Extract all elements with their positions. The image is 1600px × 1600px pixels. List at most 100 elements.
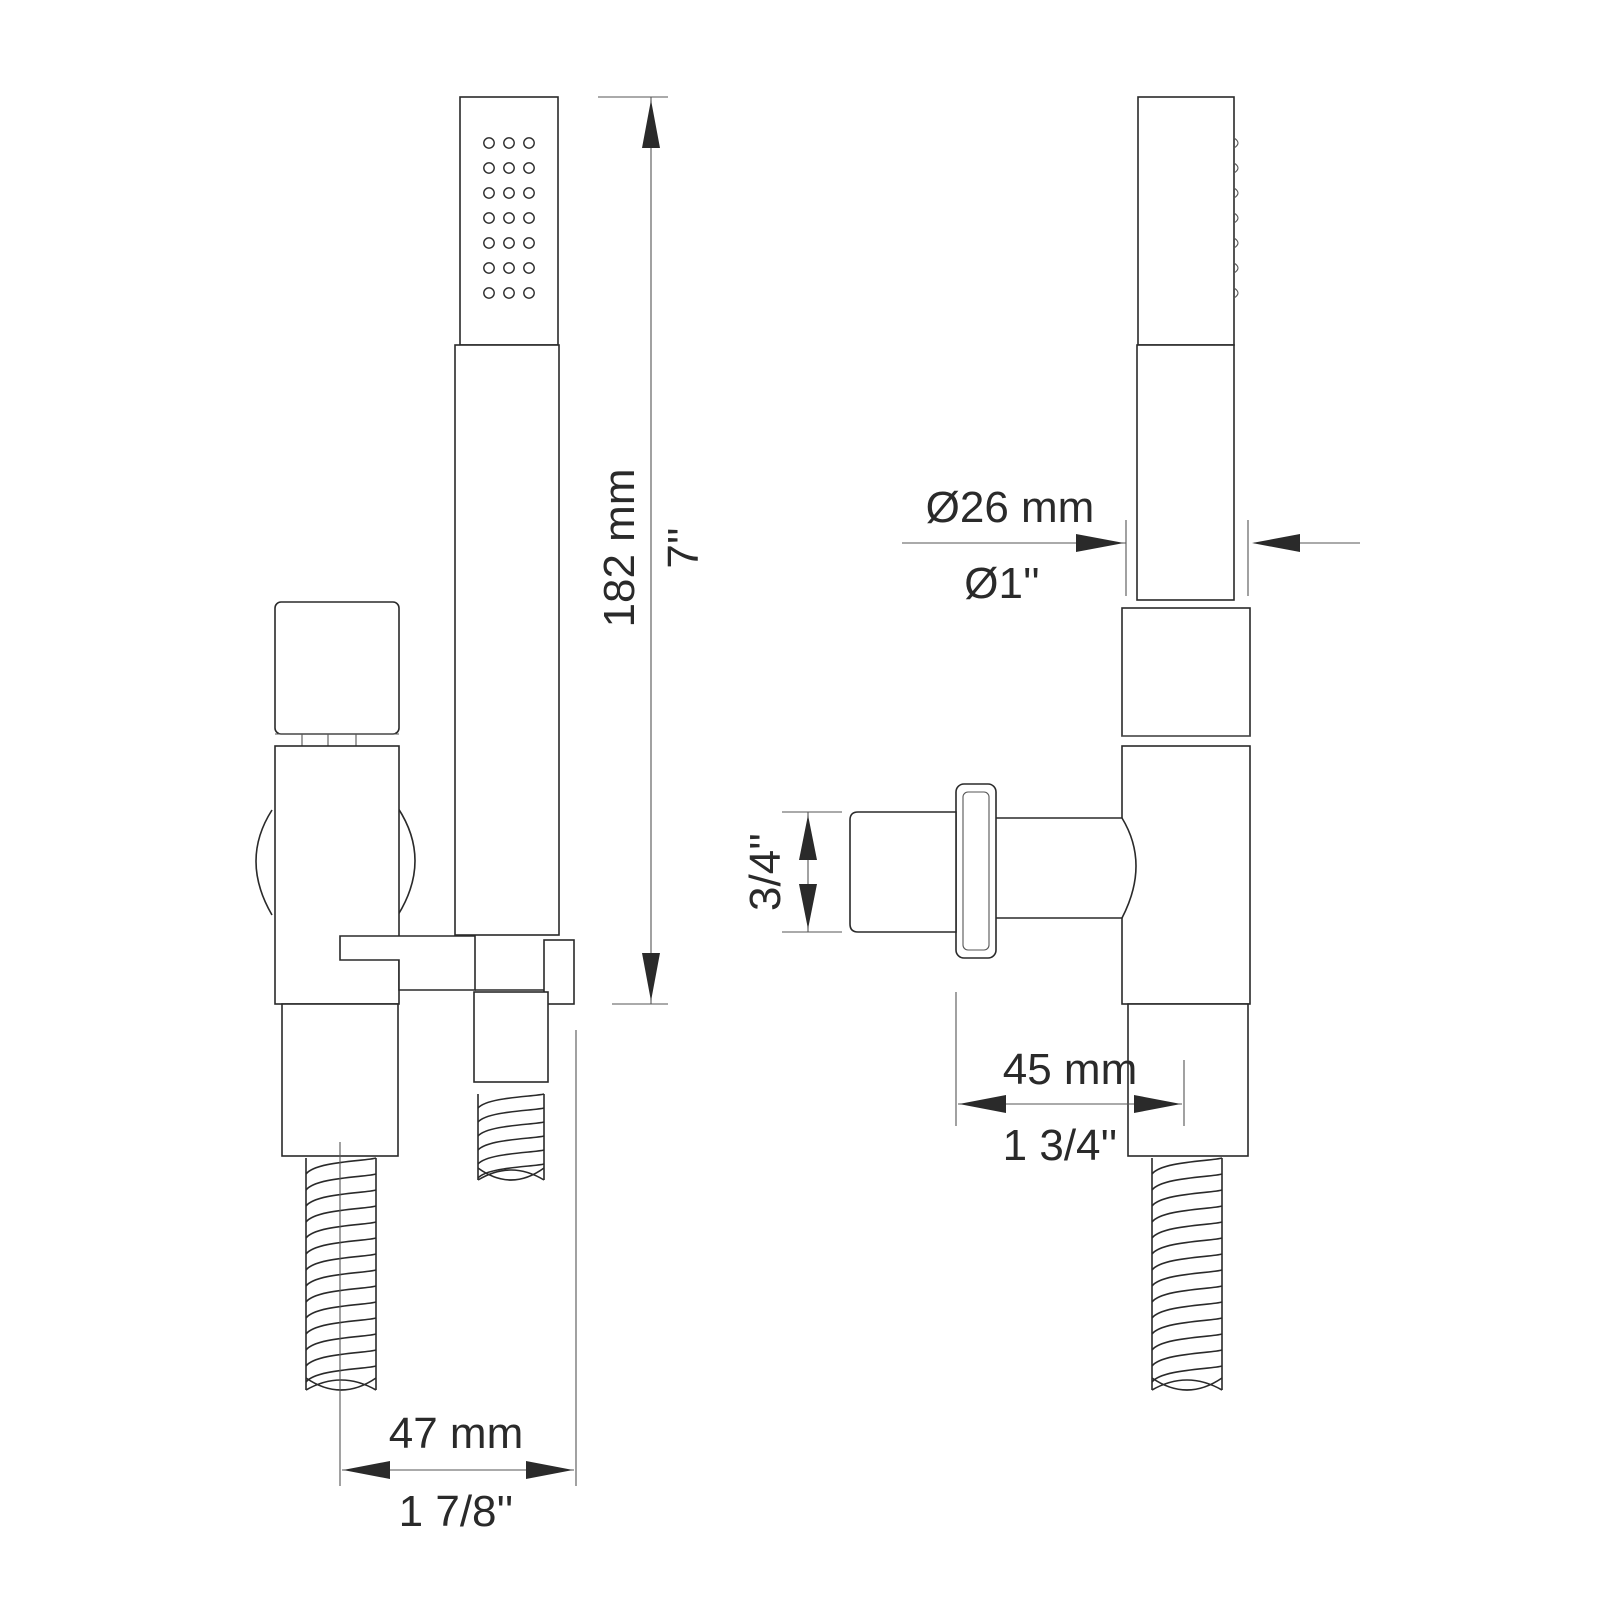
nozzle-dot (503, 237, 515, 249)
hose-coil (305, 1237, 377, 1255)
projection-arrow-left (959, 1095, 1006, 1113)
nozzle-dot (523, 187, 535, 199)
collar-side (1121, 607, 1251, 737)
height-arrow-bottom (642, 953, 660, 1001)
hose-coil (1151, 1333, 1223, 1351)
nozzle-dot (483, 137, 495, 149)
nozzle-dot (523, 287, 535, 299)
hose-end (305, 1377, 377, 1391)
dimension-labels: 182 mm 7'' Ø26 mm Ø1'' 3/4'' 45 mm 1 3/4… (389, 469, 1137, 1536)
diameter-arrow-right (1252, 534, 1300, 552)
width-label-imperial: 1 7/8'' (399, 1487, 514, 1536)
hose-coil (1151, 1237, 1223, 1255)
diameter-leader-right (1247, 520, 1360, 596)
elbow-body-front (274, 745, 400, 1005)
shower-handle-front (454, 344, 560, 936)
thread-nipple (849, 811, 957, 933)
nozzle-dot (523, 162, 535, 174)
width-arrow-left (343, 1461, 390, 1479)
nozzle-grid (483, 137, 535, 299)
hose-coil (1151, 1365, 1223, 1383)
width-arrow-right (526, 1461, 573, 1479)
height-arrow-top (642, 100, 660, 148)
nozzle-dot (503, 137, 515, 149)
knob-gap-front (275, 733, 399, 746)
height-label-metric: 182 mm (595, 469, 644, 628)
hose-coil (305, 1365, 377, 1383)
holder-arm (339, 935, 476, 991)
thread-extension-lines (782, 811, 842, 933)
hose-coil (1151, 1285, 1223, 1303)
hose-end (1151, 1377, 1223, 1391)
hose-end (477, 1167, 545, 1181)
elbow-body-side (1121, 745, 1251, 1005)
hose-coil (305, 1301, 377, 1319)
hose-coil (477, 1093, 545, 1109)
hose-coil (305, 1269, 377, 1287)
nozzle-dot (523, 237, 535, 249)
hose-long-right (1151, 1157, 1223, 1391)
width-label-metric: 47 mm (389, 1409, 523, 1458)
hose-coil (477, 1149, 545, 1165)
hose-coil (305, 1333, 377, 1351)
hose-coil (305, 1221, 377, 1239)
side-view (849, 96, 1251, 1391)
nozzle-dot (483, 262, 495, 274)
hose-coil (1151, 1221, 1223, 1239)
nozzle-dot (483, 212, 495, 224)
nozzle-dot (503, 162, 515, 174)
hose-coil (1151, 1157, 1223, 1175)
diameter-label-metric: Ø26 mm (926, 483, 1095, 532)
shower-handle-side (1136, 344, 1235, 601)
flange (955, 783, 997, 959)
hose-coil (305, 1205, 377, 1223)
hose-coil (305, 1189, 377, 1207)
handle-hose-connector (473, 991, 549, 1083)
flange-inner (962, 791, 990, 951)
nozzle-bump (1233, 212, 1239, 224)
collar-gap-side (1122, 735, 1250, 747)
shower-head-side (1137, 96, 1235, 346)
height-label-imperial: 7'' (659, 527, 708, 568)
hose-coil (1151, 1349, 1223, 1367)
nozzle-dot (523, 262, 535, 274)
hose-coil (305, 1173, 377, 1191)
nozzle-dot (483, 237, 495, 249)
nozzle-bump (1233, 287, 1239, 299)
hose-short (477, 1093, 545, 1181)
nozzle-bump (1233, 187, 1239, 199)
nozzle-dot (503, 187, 515, 199)
nozzle-dot (483, 287, 495, 299)
nozzle-dot (503, 212, 515, 224)
width-extension-lines (339, 1030, 577, 1486)
hose-coil (477, 1107, 545, 1123)
diameter-label-imperial: Ø1'' (964, 559, 1040, 608)
hose-coil (477, 1121, 545, 1137)
height-extension-lines (598, 96, 668, 1005)
hose-connector-side (1127, 1003, 1249, 1157)
hose-coil (1151, 1269, 1223, 1287)
hose-coil (305, 1285, 377, 1303)
holder-clip (543, 939, 575, 1005)
nozzle-dot (483, 162, 495, 174)
nozzle-dot (483, 187, 495, 199)
hose-connector-front (281, 1003, 399, 1157)
hose-coil (1151, 1173, 1223, 1191)
hose-coil (477, 1163, 545, 1179)
diameter-arrow-left (1076, 534, 1124, 552)
projection-extension-lines (955, 992, 1185, 1126)
nozzle-dot (503, 262, 515, 274)
dimension-lines (339, 96, 1360, 1486)
nozzle-dot (503, 287, 515, 299)
thread-label: 3/4'' (741, 833, 790, 911)
nozzle-bump (1233, 237, 1239, 249)
outlet-pipe (994, 817, 1137, 919)
projection-label-imperial: 1 3/4'' (1003, 1121, 1118, 1170)
projection-arrow-right (1134, 1095, 1181, 1113)
hose-outline (1151, 1158, 1223, 1390)
hose-coil (305, 1317, 377, 1335)
hose-coil (305, 1157, 377, 1175)
hose-coil (1151, 1189, 1223, 1207)
nozzle-side-bumps (1233, 137, 1239, 299)
